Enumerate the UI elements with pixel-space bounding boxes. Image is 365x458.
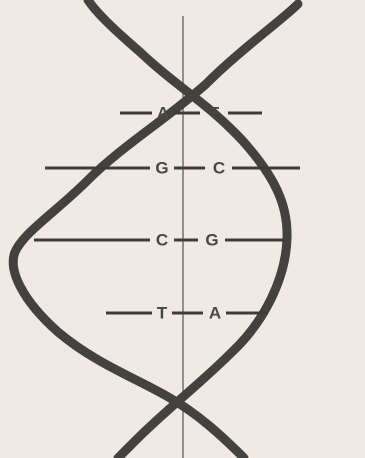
base-label-left: A [157, 104, 169, 123]
base-label-right: G [205, 231, 218, 250]
base-label-right: T [209, 104, 220, 123]
base-label-left: G [155, 159, 168, 178]
base-label-left: C [156, 231, 168, 250]
base-label-right: A [209, 304, 221, 323]
base-label-right: C [213, 159, 225, 178]
helix-strand-1 [88, 0, 287, 458]
base-pair: T A [106, 304, 268, 323]
base-pair: C G [34, 231, 286, 250]
base-pair: A T [120, 104, 262, 123]
base-label-left: T [157, 304, 168, 323]
